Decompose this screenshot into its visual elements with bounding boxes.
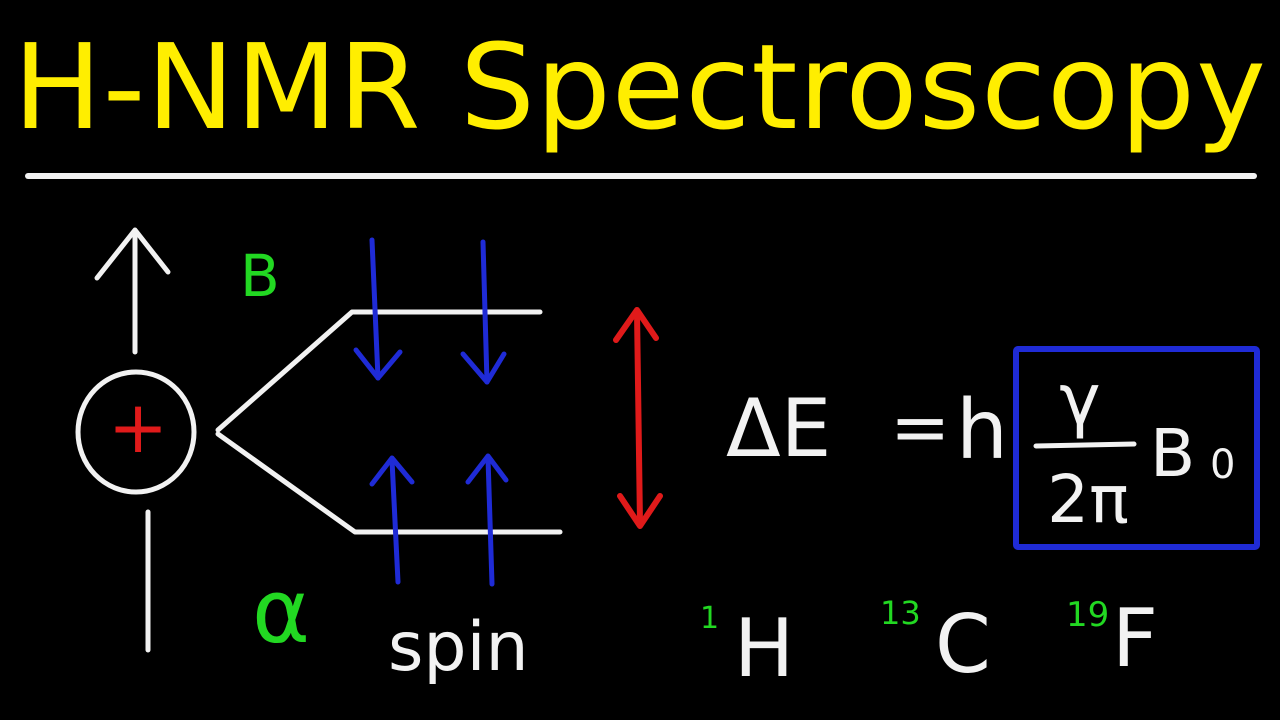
energy-gap-double-arrow <box>613 307 663 529</box>
energy-levels <box>215 309 563 535</box>
equals-sign: = <box>890 385 950 469</box>
isotope-c-mass: 13 <box>880 594 921 632</box>
isotope-c-symbol: C <box>935 598 991 691</box>
title-underline <box>25 173 1257 179</box>
isotope-f-symbol: F <box>1112 592 1158 685</box>
planck-h: h <box>956 383 1008 478</box>
isotope-h-mass: 1 <box>700 601 719 636</box>
isotope-h-symbol: H <box>734 602 794 695</box>
spin-label: spin <box>388 608 529 687</box>
page-title: H-NMR Spectroscopy <box>13 18 1267 156</box>
gamma-numerator: γ <box>1059 359 1100 441</box>
field-subscript: 0 <box>1210 442 1235 488</box>
plus-charge: + <box>108 385 168 469</box>
spin-up-arrows <box>369 453 509 587</box>
proton-magnetic-moment <box>75 227 197 653</box>
two-pi-denominator: 2π <box>1047 461 1129 538</box>
spin-down-arrows <box>353 237 507 385</box>
field-b-zero: B <box>1150 415 1195 492</box>
gyromagnetic-box <box>1013 346 1260 550</box>
fraction-bar <box>1033 441 1137 449</box>
field-label-b: B <box>240 242 280 310</box>
isotope-f-mass: 19 <box>1066 595 1109 635</box>
delta-e: ΔE <box>726 382 831 475</box>
alpha-label: α <box>252 560 310 663</box>
